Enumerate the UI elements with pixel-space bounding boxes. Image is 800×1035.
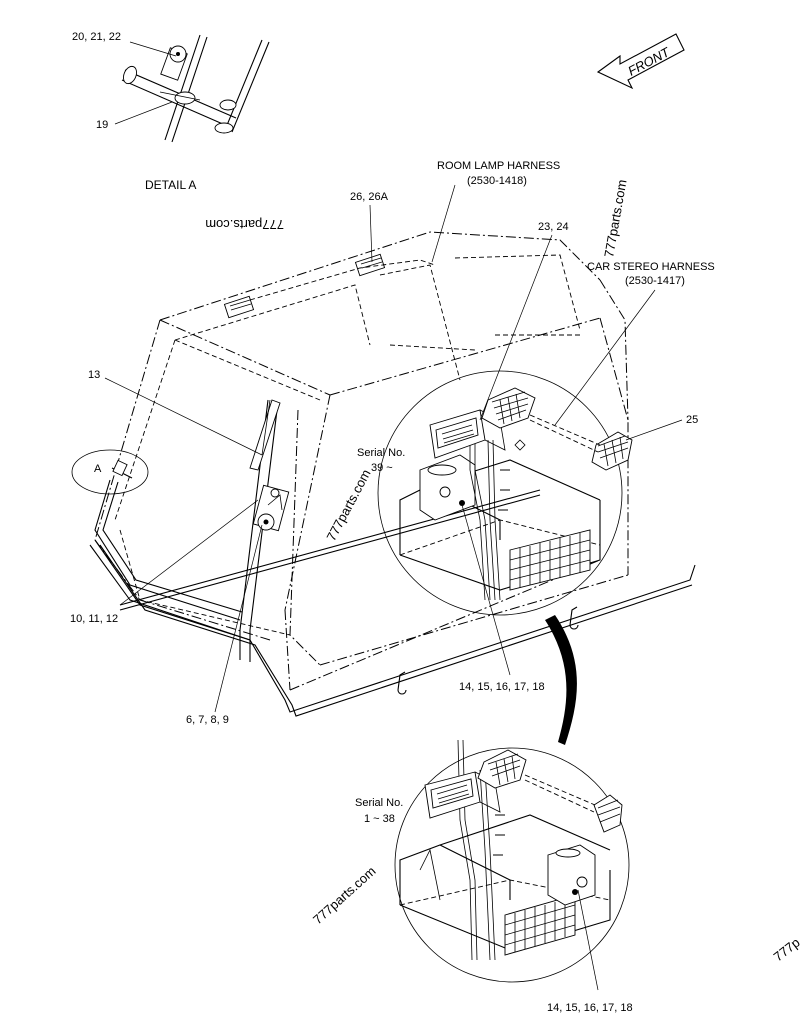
- callout-10: 10, 11, 12: [70, 613, 118, 625]
- serial-upper-line2: 39 ~: [371, 462, 393, 474]
- callout-26: 26, 26A: [350, 191, 389, 203]
- cab-structure: [89, 231, 696, 717]
- detail-a-marker: [71, 449, 149, 495]
- callout-a: A: [94, 463, 102, 475]
- detail-a-title: DETAIL A: [145, 178, 196, 192]
- roof-lamp-left: [223, 295, 255, 319]
- serial-lower-line1: Serial No.: [355, 797, 403, 809]
- watermark-3: 777parts.com: [323, 467, 373, 544]
- callout-14-upper: 14, 15, 16, 17, 18: [459, 681, 545, 693]
- roof-lamp-right: [354, 253, 386, 277]
- detail-a-callout-bottom: 19: [96, 119, 108, 131]
- zoom-circle-lower: [394, 747, 630, 983]
- detail-a-marker-part: [111, 459, 133, 479]
- room-lamp-harness-name: ROOM LAMP HARNESS: [437, 160, 560, 172]
- callout-23: 23, 24: [538, 221, 569, 233]
- serial-lower-line2: 1 ~ 38: [364, 813, 395, 825]
- leader-lines: [104, 184, 683, 991]
- watermark-5: 777p: [771, 935, 800, 965]
- room-lamp-harness-part: (2530-1418): [467, 175, 527, 187]
- serial-upper-line1: Serial No.: [357, 447, 405, 459]
- callout-14-lower: 14, 15, 16, 17, 18: [547, 1002, 633, 1014]
- lower-console: [399, 739, 623, 961]
- watermark-2: 777parts.com: [601, 178, 629, 258]
- callout-6: 6, 7, 8, 9: [186, 714, 229, 726]
- upper-console: [399, 387, 633, 601]
- watermark-1: 777parts.com: [205, 217, 284, 232]
- front-label: FRONT: [625, 44, 673, 79]
- detail-a-callout-top: 20, 21, 22: [72, 31, 121, 43]
- detail-a-drawing: [114, 34, 270, 143]
- watermark-4: 777parts.com: [310, 863, 379, 927]
- zoom-circle-upper: [377, 370, 623, 616]
- car-stereo-harness-name: CAR STEREO HARNESS: [587, 261, 715, 273]
- car-stereo-harness-part: (2530-1417): [625, 275, 685, 287]
- front-arrow-icon: [596, 33, 685, 90]
- callout-25: 25: [686, 414, 698, 426]
- callout-13: 13: [88, 369, 100, 381]
- wiper-assembly: [249, 399, 290, 532]
- zoom-connector-arrow: [545, 615, 577, 745]
